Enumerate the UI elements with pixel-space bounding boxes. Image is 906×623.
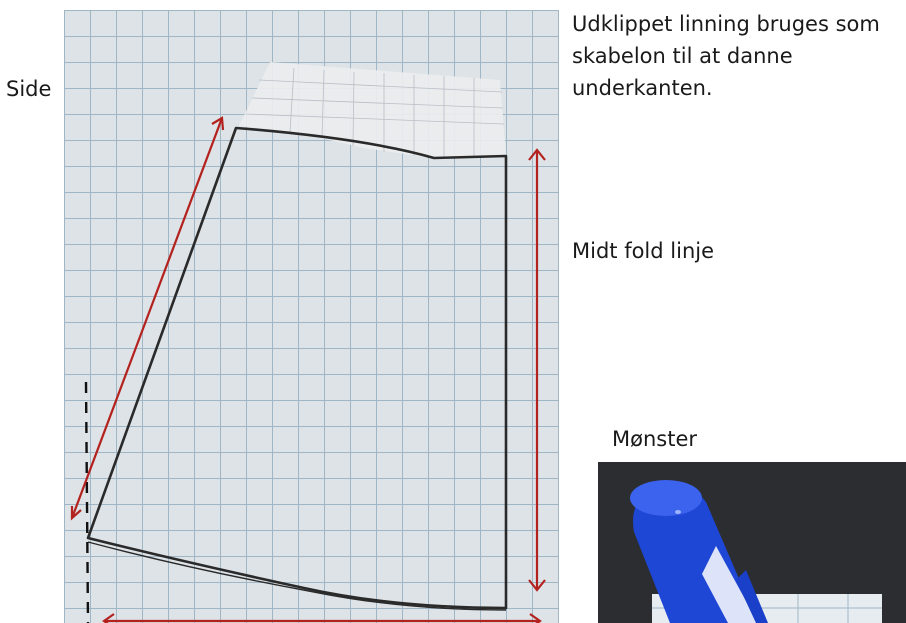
side-guide-dashed-line xyxy=(84,381,90,623)
waistband-grid xyxy=(245,67,505,158)
hem-arrow-head-right xyxy=(529,613,542,623)
marker-photo xyxy=(598,462,906,623)
marker-illustration xyxy=(598,462,906,623)
grid-paper-photo xyxy=(64,10,559,623)
caption-text: Udklippet linning bruges som skabelon ti… xyxy=(572,12,880,100)
side-arrow-head-top xyxy=(211,116,225,131)
hem-arrow-head-left xyxy=(102,613,115,623)
fold-arrow-head-top xyxy=(528,148,546,161)
hem-line xyxy=(87,541,507,611)
side-arrow xyxy=(70,117,224,519)
pattern-label: Mønster xyxy=(612,427,698,451)
pattern-drawing xyxy=(70,62,546,623)
fold-arrow-head-bottom xyxy=(528,579,546,592)
measurement-arrows xyxy=(70,116,546,623)
skirt-outline xyxy=(86,126,508,610)
fold-line-label: Midt fold linje xyxy=(572,239,715,263)
side-arrow-head-bottom xyxy=(70,506,82,521)
side-label: Side xyxy=(6,77,52,101)
